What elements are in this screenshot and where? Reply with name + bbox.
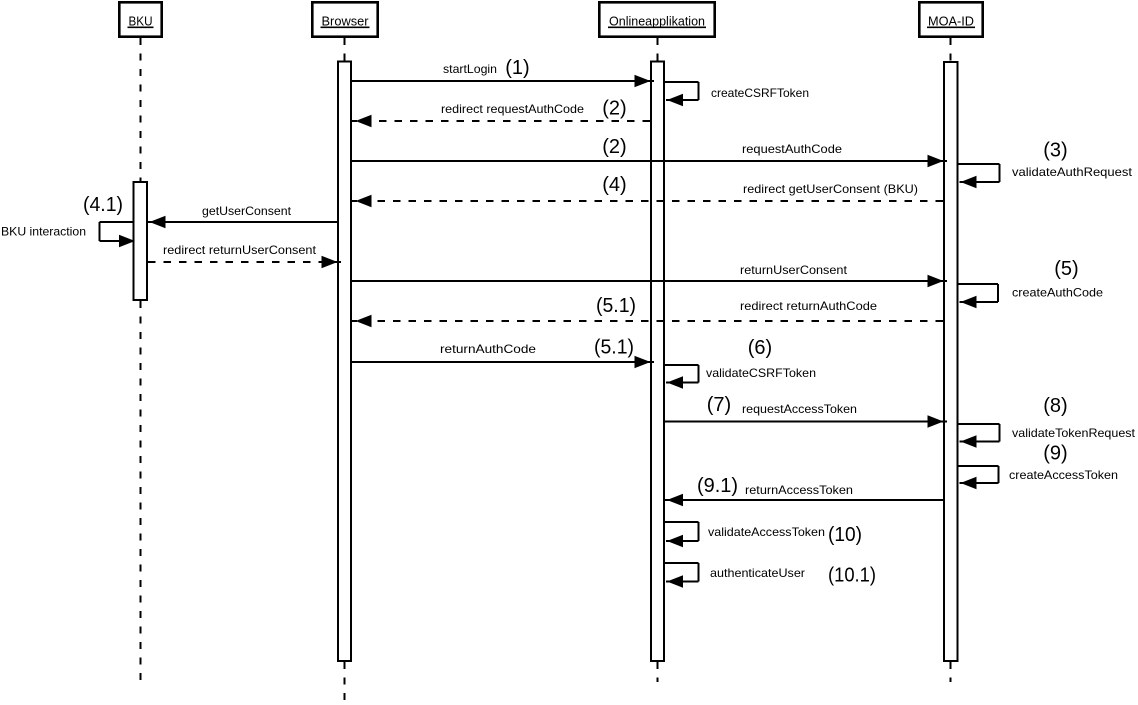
svg-text:(6): (6) xyxy=(748,337,772,359)
svg-text:(9): (9) xyxy=(1043,443,1067,465)
svg-text:getUserConsent: getUserConsent xyxy=(202,204,292,218)
svg-text:validateCSRFToken: validateCSRFToken xyxy=(706,366,816,380)
svg-text:createAccessToken: createAccessToken xyxy=(1009,468,1118,482)
svg-text:(7): (7) xyxy=(707,394,731,416)
svg-text:redirect getUserConsent (BKU): redirect getUserConsent (BKU) xyxy=(743,182,918,196)
svg-text:(5): (5) xyxy=(1054,258,1078,280)
svg-text:(9.1): (9.1) xyxy=(697,475,738,497)
svg-text:(5.1): (5.1) xyxy=(594,337,634,359)
svg-text:(5.1): (5.1) xyxy=(596,295,636,317)
svg-text:Browser: Browser xyxy=(322,14,370,29)
svg-text:returnAuthCode: returnAuthCode xyxy=(440,342,536,356)
svg-text:redirect requestAuthCode: redirect requestAuthCode xyxy=(441,102,584,116)
svg-text:returnUserConsent: returnUserConsent xyxy=(740,263,848,277)
svg-text:validateAuthRequest: validateAuthRequest xyxy=(1012,165,1133,179)
svg-text:Onlineapplikation: Onlineapplikation xyxy=(609,14,705,29)
svg-text:MOA-ID: MOA-ID xyxy=(928,14,974,29)
svg-text:(8): (8) xyxy=(1043,395,1067,417)
svg-text:validateAccessToken: validateAccessToken xyxy=(708,525,825,539)
svg-text:startLogin: startLogin xyxy=(443,62,497,76)
svg-text:redirect returnUserConsent: redirect returnUserConsent xyxy=(163,243,317,257)
svg-text:(10.1): (10.1) xyxy=(828,565,876,587)
svg-text:BKU interaction: BKU interaction xyxy=(1,225,86,239)
svg-text:(4.1): (4.1) xyxy=(83,194,123,216)
svg-text:(1): (1) xyxy=(505,57,529,79)
svg-text:(2): (2) xyxy=(602,136,626,158)
svg-text:(10): (10) xyxy=(828,524,862,546)
svg-text:requestAccessToken: requestAccessToken xyxy=(742,402,857,416)
svg-text:(3): (3) xyxy=(1043,140,1067,162)
svg-text:validateTokenRequest: validateTokenRequest xyxy=(1012,426,1136,440)
svg-text:redirect returnAuthCode: redirect returnAuthCode xyxy=(740,299,877,313)
svg-text:requestAuthCode: requestAuthCode xyxy=(742,142,842,156)
svg-text:BKU: BKU xyxy=(129,14,153,29)
svg-text:(2): (2) xyxy=(602,98,626,120)
svg-text:(4): (4) xyxy=(602,174,626,196)
svg-text:createAuthCode: createAuthCode xyxy=(1012,286,1103,300)
svg-text:authenticateUser: authenticateUser xyxy=(710,566,805,580)
svg-text:returnAccessToken: returnAccessToken xyxy=(745,483,853,497)
svg-text:createCSRFToken: createCSRFToken xyxy=(711,86,809,100)
